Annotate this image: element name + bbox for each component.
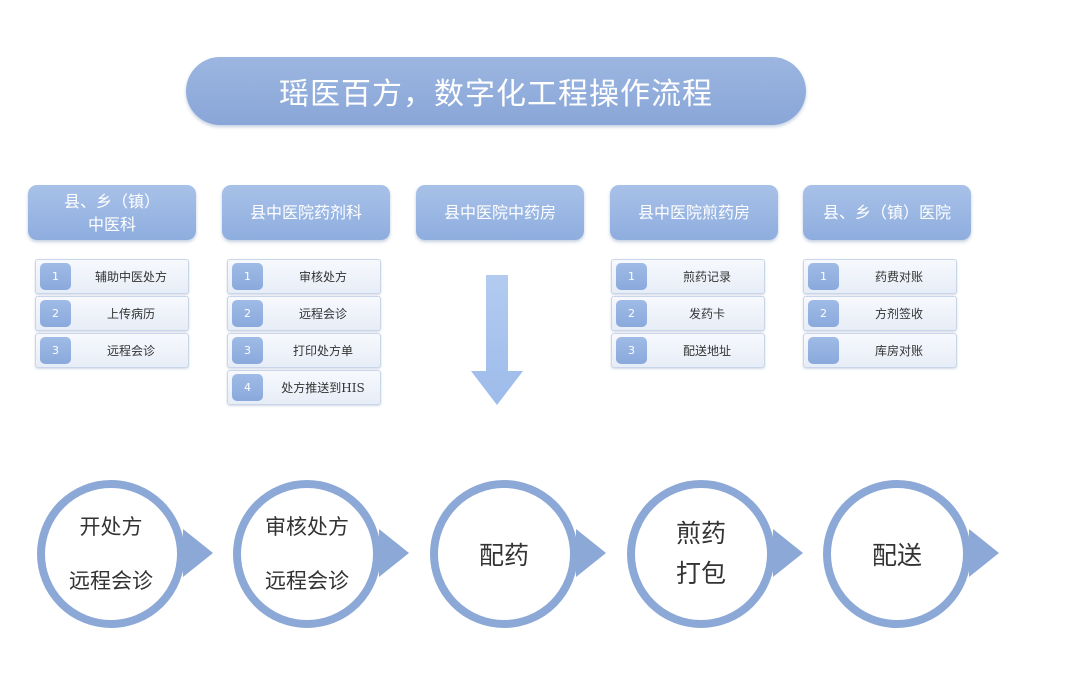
diagram-title: 瑶医百方，数字化工程操作流程 bbox=[186, 57, 806, 125]
task-list-hospital: 1 药费对账 2 方剂签收 库房对账 bbox=[803, 259, 957, 370]
step-line: 煎药 bbox=[675, 519, 726, 548]
step-line: 远程会诊 bbox=[69, 569, 153, 593]
item-label: 库房对账 bbox=[874, 344, 923, 358]
chevron-right-icon bbox=[773, 529, 803, 577]
list-item: 2 方剂签收 bbox=[803, 296, 957, 331]
list-item: 2 发药卡 bbox=[611, 296, 765, 331]
list-item: 1 煎药记录 bbox=[611, 259, 765, 294]
item-label: 配送地址 bbox=[682, 344, 731, 358]
chevron-right-icon bbox=[576, 529, 606, 577]
process-step-decoct-pack: 煎药 打包 bbox=[627, 480, 817, 630]
column-header-herbal-pharmacy: 县中医院中药房 bbox=[416, 185, 584, 240]
item-number-badge: 2 bbox=[232, 300, 263, 327]
step-circle: 配药 bbox=[430, 480, 578, 628]
column-header-county-township-tcm-dept: 县、乡（镇） 中医科 bbox=[28, 185, 196, 240]
item-label: 煎药记录 bbox=[682, 270, 731, 284]
item-label: 药费对账 bbox=[874, 270, 923, 284]
column-header-pharmacy-dept: 县中医院药剂科 bbox=[222, 185, 390, 240]
item-number-badge: 4 bbox=[232, 374, 263, 401]
step-line: 开处方 bbox=[79, 515, 143, 539]
item-number-badge: 3 bbox=[232, 337, 263, 364]
column-header-decoction-room: 县中医院煎药房 bbox=[610, 185, 778, 240]
step-circle: 审核处方 远程会诊 bbox=[233, 480, 381, 628]
header-line: 县、乡（镇）医院 bbox=[822, 203, 951, 222]
item-label: 辅助中医处方 bbox=[94, 270, 167, 284]
list-item: 2 远程会诊 bbox=[227, 296, 381, 331]
item-number-badge: 1 bbox=[232, 263, 263, 290]
step-line: 配送 bbox=[871, 541, 922, 570]
list-item: 3 远程会诊 bbox=[35, 333, 189, 368]
item-label: 方剂签收 bbox=[874, 307, 923, 321]
step-line: 审核处方 bbox=[265, 515, 349, 539]
item-number-badge: 2 bbox=[40, 300, 71, 327]
column-header-county-township-hospital: 县、乡（镇）医院 bbox=[803, 185, 971, 240]
list-item: 4 处方推送到HIS bbox=[227, 370, 381, 405]
task-list-tcm-dept: 1 辅助中医处方 2 上传病历 3 远程会诊 bbox=[35, 259, 189, 370]
step-circle: 配送 bbox=[823, 480, 971, 628]
header-line: 县、乡（镇） bbox=[63, 191, 160, 211]
item-label: 审核处方 bbox=[298, 270, 347, 284]
item-number-badge: 3 bbox=[616, 337, 647, 364]
item-label: 远程会诊 bbox=[298, 307, 347, 321]
item-number-badge: 1 bbox=[40, 263, 71, 290]
process-step-review: 审核处方 远程会诊 bbox=[233, 480, 423, 630]
header-line: 县中医院煎药房 bbox=[637, 203, 750, 222]
item-number-badge: 1 bbox=[808, 263, 839, 290]
item-number-badge: 1 bbox=[616, 263, 647, 290]
item-number-badge bbox=[808, 337, 839, 364]
step-line: 远程会诊 bbox=[265, 569, 349, 593]
process-step-prescribe: 开处方 远程会诊 bbox=[37, 480, 227, 630]
step-circle: 煎药 打包 bbox=[627, 480, 775, 628]
step-circle: 开处方 远程会诊 bbox=[37, 480, 185, 628]
header-line: 县中医院药剂科 bbox=[249, 203, 362, 222]
down-arrow-icon bbox=[471, 275, 523, 405]
list-item: 1 审核处方 bbox=[227, 259, 381, 294]
list-item: 2 上传病历 bbox=[35, 296, 189, 331]
header-line: 县中医院中药房 bbox=[443, 203, 556, 222]
list-item: 库房对账 bbox=[803, 333, 957, 368]
step-line: 打包 bbox=[675, 559, 726, 588]
list-item: 3 打印处方单 bbox=[227, 333, 381, 368]
item-number-badge: 2 bbox=[808, 300, 839, 327]
chevron-right-icon bbox=[183, 529, 213, 577]
step-line: 配药 bbox=[478, 541, 529, 570]
item-label: 发药卡 bbox=[688, 307, 725, 321]
item-number-badge: 2 bbox=[616, 300, 647, 327]
item-label: 上传病历 bbox=[106, 307, 155, 321]
header-line: 中医科 bbox=[87, 214, 136, 234]
list-item: 3 配送地址 bbox=[611, 333, 765, 368]
chevron-right-icon bbox=[379, 529, 409, 577]
process-step-dispense: 配药 bbox=[430, 480, 620, 630]
item-label: 处方推送到HIS bbox=[281, 381, 365, 395]
item-label: 远程会诊 bbox=[106, 344, 155, 358]
item-number-badge: 3 bbox=[40, 337, 71, 364]
task-list-pharmacy-dept: 1 审核处方 2 远程会诊 3 打印处方单 4 处方推送到HIS bbox=[227, 259, 381, 407]
task-list-decoction-room: 1 煎药记录 2 发药卡 3 配送地址 bbox=[611, 259, 765, 370]
chevron-right-icon bbox=[969, 529, 999, 577]
list-item: 1 药费对账 bbox=[803, 259, 957, 294]
list-item: 1 辅助中医处方 bbox=[35, 259, 189, 294]
item-label: 打印处方单 bbox=[292, 344, 353, 358]
process-step-deliver: 配送 bbox=[823, 480, 1013, 630]
